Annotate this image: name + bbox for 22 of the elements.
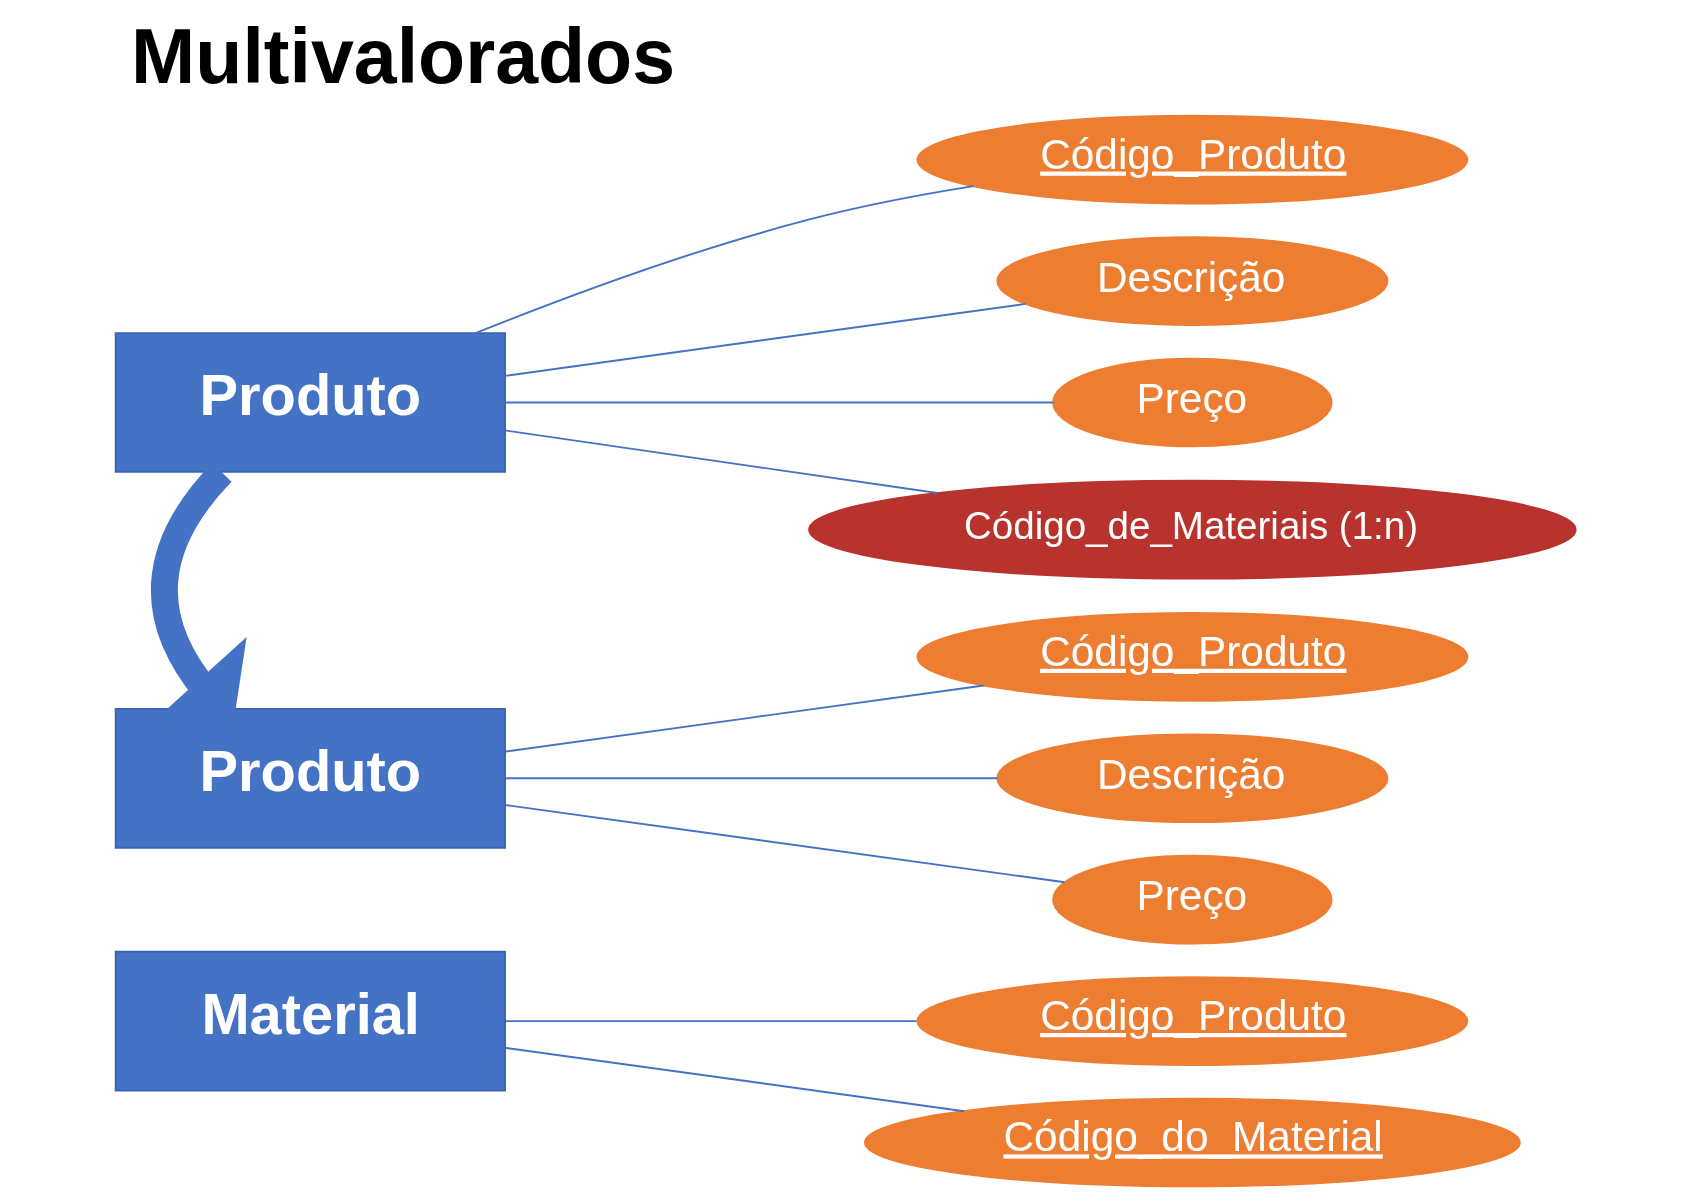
connector (503, 429, 938, 494)
connector (474, 185, 974, 334)
node-ellipse: Preço (1051, 854, 1333, 945)
connector (503, 777, 998, 780)
node-ellipse: Código_Produto (916, 976, 1468, 1066)
node-box: Produto (114, 332, 506, 473)
connector (503, 401, 1054, 404)
node-ellipse: Preço (1051, 357, 1333, 448)
node-ellipse: Descrição (995, 236, 1388, 326)
node-ellipse: Código_Produto (916, 612, 1468, 702)
node-box: Material (114, 950, 506, 1092)
connector (503, 1046, 965, 1113)
connector (503, 803, 1066, 884)
connector (503, 302, 1026, 377)
connector (503, 684, 985, 753)
node-ellipse: Código_do_Material (863, 1097, 1521, 1188)
diagram-title: Multivalorados (130, 13, 675, 100)
node-ellipse: Código_de_Materiais (1:n) (807, 479, 1577, 580)
connector (503, 1020, 918, 1023)
node-box: Produto (114, 707, 506, 849)
node-ellipse: Descrição (995, 733, 1388, 824)
node-ellipse: Código_Produto (916, 114, 1468, 205)
